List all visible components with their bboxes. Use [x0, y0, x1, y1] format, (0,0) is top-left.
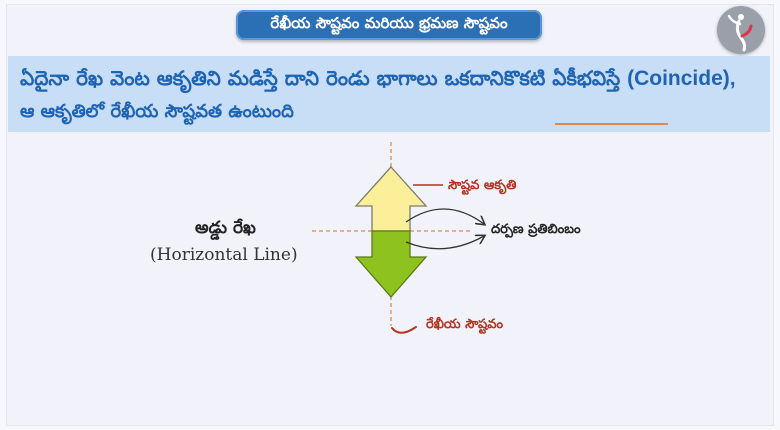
axis-pointer-curve	[391, 326, 417, 334]
symmetric-shape-label: సౌష్టవ ఆకృతి	[448, 178, 517, 193]
horizontal-line-subtitle: (Horizontal Line)	[150, 245, 298, 265]
page-title: రేఖీయ సౌష్టవం మరియు భ్రమణ సౌష్టవం	[236, 10, 542, 40]
mirror-arrow-lower	[405, 236, 484, 250]
definition-text: ఏదైనా రేఖ వెంట ఆకృతిని మడిస్తే దాని రెండ…	[20, 66, 628, 90]
lower-arrow-half	[354, 230, 428, 298]
definition-line-2: ఆ ఆకృతిలో రేఖీయ సౌష్టవత ఉంటుంది	[20, 101, 294, 122]
line-symmetry-label: రేఖీయ సౌష్టవం	[426, 317, 504, 332]
definition-line-1: ఏదైనా రేఖ వెంట ఆకృతిని మడిస్తే దాని రెండ…	[20, 66, 736, 95]
definition-band	[8, 56, 770, 132]
mirror-image-label: దర్పణ ప్రతిబింబం	[491, 222, 581, 237]
horizontal-line-title: అడ్డు రేఖ	[195, 218, 256, 238]
dancer-logo-icon	[717, 6, 765, 54]
coincide-term: (Coincide),	[627, 67, 736, 90]
mirror-arrow-upper	[405, 208, 484, 224]
highlight-underline	[555, 123, 668, 125]
upper-arrow-half	[354, 166, 428, 232]
